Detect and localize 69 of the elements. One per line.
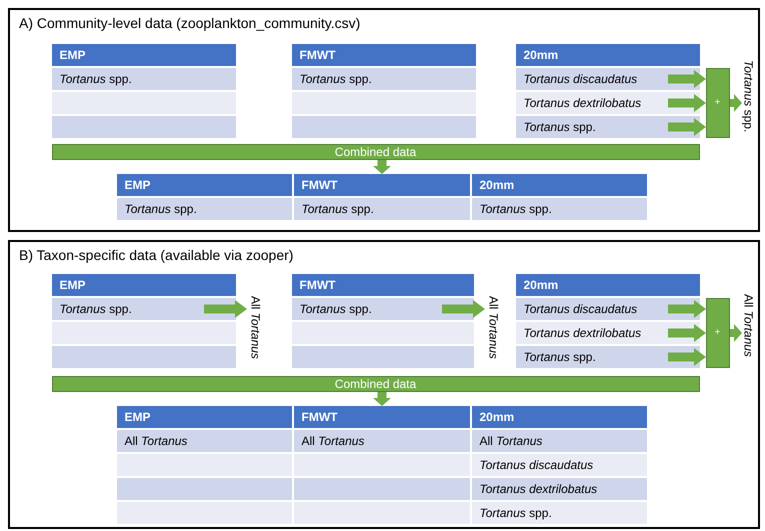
table-cell: All Tortanus xyxy=(294,430,470,452)
panel-title: B) Taxon-specific data (available via zooper) xyxy=(19,247,294,263)
merge-box: + xyxy=(706,298,730,368)
rotated-label: All Tortanus xyxy=(742,294,756,372)
panel xyxy=(8,8,760,232)
header-cell: 20mm xyxy=(472,174,646,196)
table-cell: Tortanus spp. xyxy=(294,198,470,220)
table-cell: Tortanus spp. xyxy=(472,502,646,524)
arrow xyxy=(442,300,485,318)
header-cell: 20mm xyxy=(516,44,700,66)
header-cell: FMWT xyxy=(294,406,470,428)
table-cell xyxy=(292,116,476,138)
table-cell xyxy=(52,322,236,344)
header-cell: 20mm xyxy=(472,406,646,428)
arrow xyxy=(373,160,391,174)
table-cell xyxy=(292,92,476,114)
table-cell xyxy=(116,454,292,476)
arrow xyxy=(668,118,706,136)
header-cell: EMP xyxy=(52,44,236,66)
panel xyxy=(8,240,760,529)
table-cell xyxy=(52,116,236,138)
table-cell: Tortanus spp. xyxy=(516,116,700,138)
arrow xyxy=(668,70,706,88)
table-cell xyxy=(294,478,470,500)
table-cell: Tortanus spp. xyxy=(116,198,292,220)
header-cell: FMWT xyxy=(294,174,470,196)
table-cell xyxy=(292,346,474,368)
arrow xyxy=(668,94,706,112)
table-cell: Tortanus dextrilobatus xyxy=(516,92,700,114)
arrow xyxy=(204,300,247,318)
header-cell: EMP xyxy=(116,174,292,196)
table-cell: Tortanus spp. xyxy=(52,68,236,90)
header-cell: FMWT xyxy=(292,274,474,296)
header-cell: EMP xyxy=(116,406,292,428)
table-cell: Tortanus spp. xyxy=(292,298,474,320)
arrow xyxy=(668,348,706,366)
rotated-label: All Tortanus xyxy=(246,296,262,370)
arrow xyxy=(668,300,706,318)
arrow xyxy=(373,392,391,406)
table-cell xyxy=(52,92,236,114)
table-cell xyxy=(116,502,292,524)
table-cell: Tortanus dextrilobatus xyxy=(472,478,646,500)
table-cell xyxy=(294,502,470,524)
rotated-label: Tortanus spp. xyxy=(742,60,756,146)
table-cell: Tortanus spp. xyxy=(516,346,700,368)
header-cell: FMWT xyxy=(292,44,476,66)
table-cell xyxy=(52,346,236,368)
arrow xyxy=(730,324,742,342)
arrow xyxy=(730,94,742,112)
table-cell: Tortanus discaudatus xyxy=(516,298,700,320)
table-cell xyxy=(292,322,474,344)
header-cell: 20mm xyxy=(516,274,700,296)
panel-title: A) Community-level data (zooplankton_community.csv) xyxy=(19,15,360,31)
table-cell: Tortanus spp. xyxy=(52,298,236,320)
table-cell: Tortanus discaudatus xyxy=(472,454,646,476)
header-cell: EMP xyxy=(52,274,236,296)
table-cell: Tortanus discaudatus xyxy=(516,68,700,90)
table-cell: All Tortanus xyxy=(116,430,292,452)
merge-box: + xyxy=(706,68,730,138)
rotated-label: All Tortanus xyxy=(484,296,500,370)
table-cell: All Tortanus xyxy=(472,430,646,452)
combined-data-bar: Combined data xyxy=(52,144,700,160)
combined-data-bar: Combined data xyxy=(52,376,700,392)
table-cell: Tortanus spp. xyxy=(292,68,476,90)
table-cell xyxy=(294,454,470,476)
arrow xyxy=(668,324,706,342)
table-cell xyxy=(116,478,292,500)
table-cell: Tortanus dextrilobatus xyxy=(516,322,700,344)
table-cell: Tortanus spp. xyxy=(472,198,646,220)
